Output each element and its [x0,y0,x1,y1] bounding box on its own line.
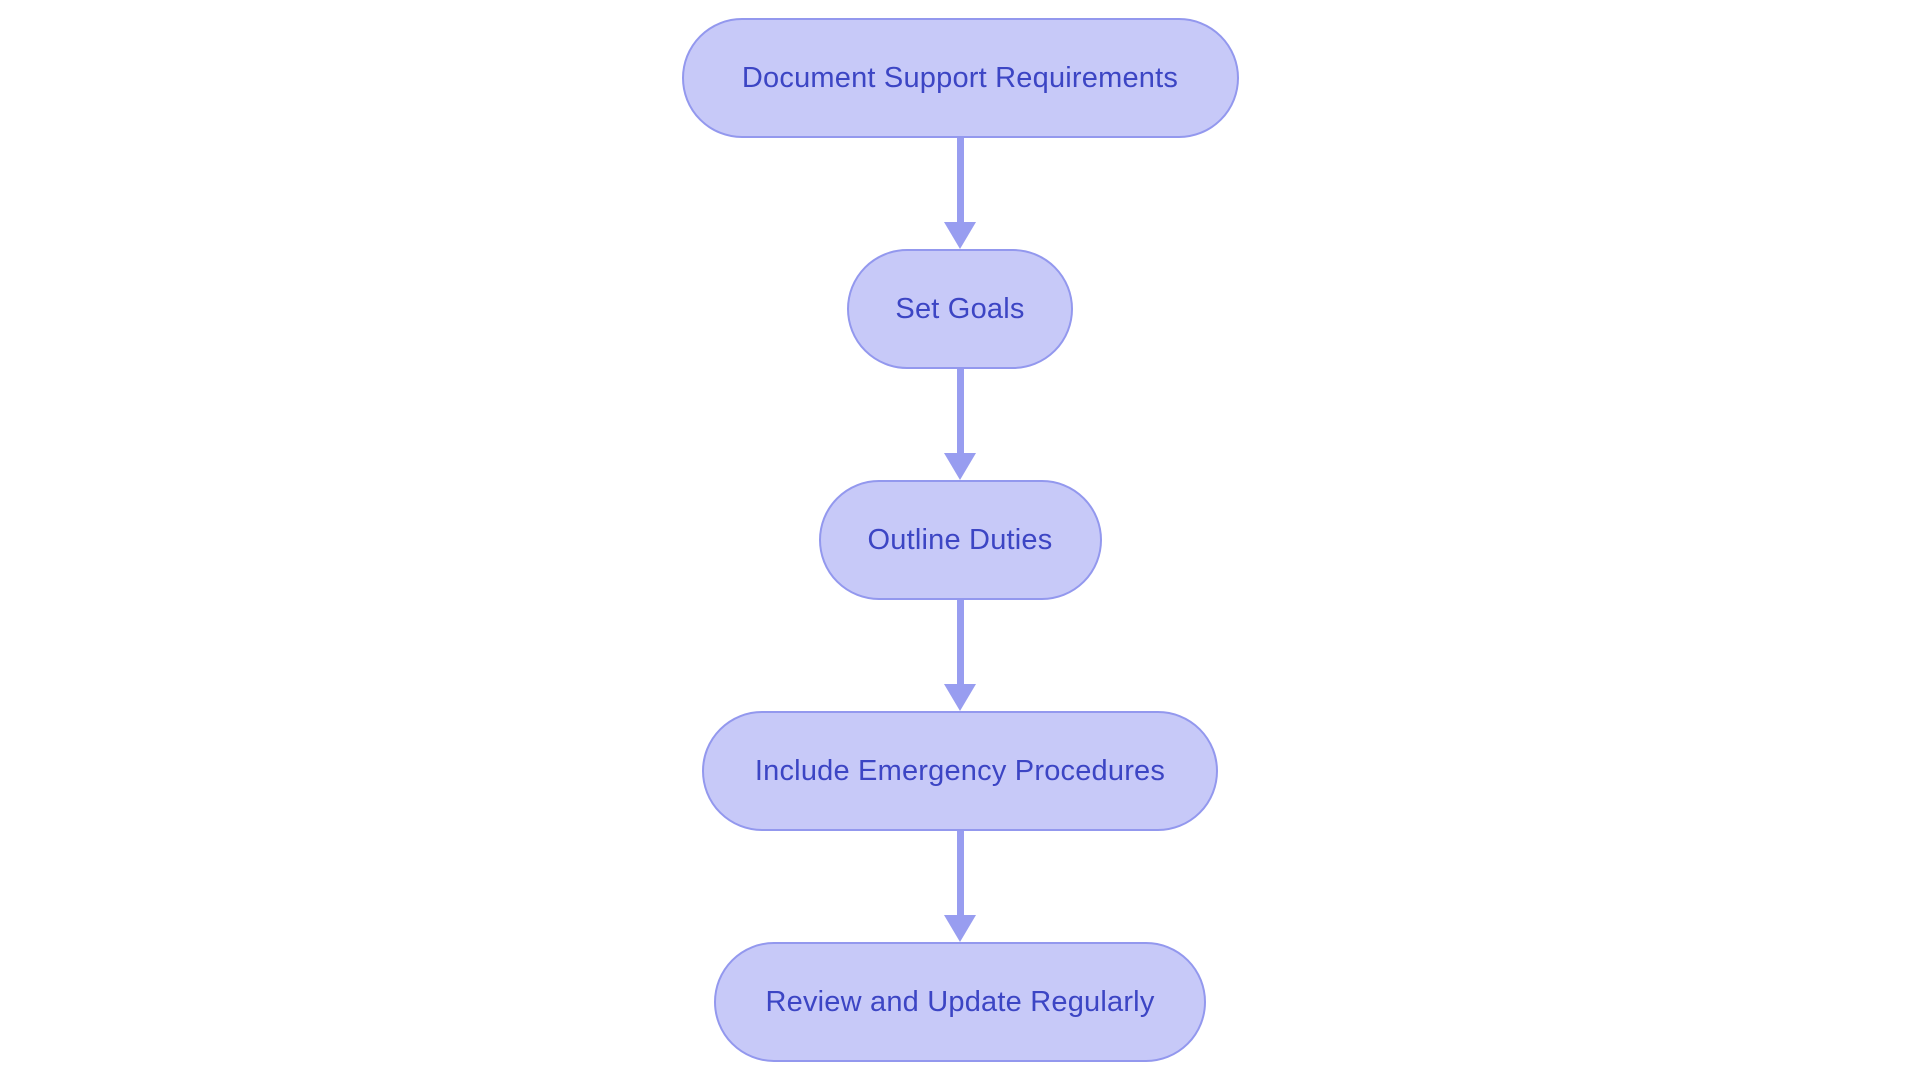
flowchart-column: Document Support Requirements Set Goals … [0,18,1920,1062]
node-include-emergency-procedures: Include Emergency Procedures [702,711,1218,831]
node-label: Set Goals [895,292,1025,325]
arrow-head-icon [944,222,976,249]
arrow-step1-to-step2 [944,138,976,249]
arrow-step2-to-step3 [944,369,976,480]
node-set-goals: Set Goals [847,249,1073,369]
arrow-stem [956,369,964,453]
arrow-stem [956,600,964,684]
arrow-head-icon [944,453,976,480]
arrow-step3-to-step4 [944,600,976,711]
node-label: Document Support Requirements [741,61,1179,94]
arrow-stem [956,831,964,915]
arrow-head-icon [944,684,976,711]
node-label: Review and Update Regularly [765,985,1155,1018]
node-outline-duties: Outline Duties [818,480,1102,600]
arrow-head-icon [944,915,976,942]
node-label: Include Emergency Procedures [754,754,1166,787]
arrow-step4-to-step5 [944,831,976,942]
node-review-and-update-regularly: Review and Update Regularly [714,942,1206,1062]
arrow-stem [956,138,964,222]
node-document-support-requirements: Document Support Requirements [681,18,1239,138]
node-label: Outline Duties [867,523,1053,556]
